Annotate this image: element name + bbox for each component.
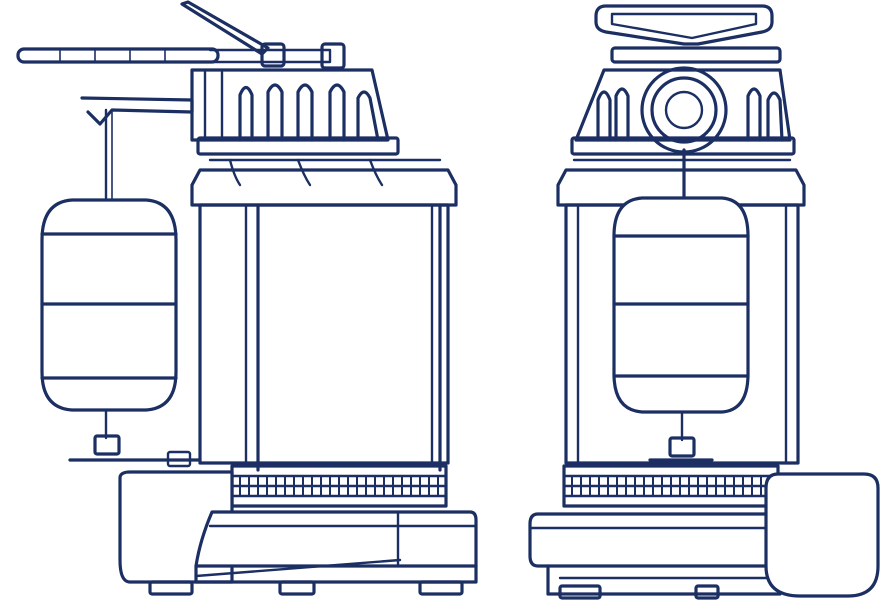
pump-handle	[180, 0, 346, 70]
inlet-screen-front	[562, 464, 780, 508]
float-ball-front	[612, 196, 750, 462]
pump-base	[118, 450, 478, 596]
pump-housing	[190, 158, 458, 472]
float-bracket	[80, 96, 194, 200]
pump-side-view	[16, 0, 478, 596]
motor-cap	[190, 68, 400, 156]
motor-cap-front	[570, 66, 796, 200]
float-ball	[40, 198, 202, 462]
pump-handle-front	[594, 4, 782, 64]
pump-base-front	[528, 472, 880, 600]
pump-front-view	[528, 4, 880, 600]
float-switch-arm	[16, 47, 220, 64]
inlet-screen	[230, 464, 448, 508]
